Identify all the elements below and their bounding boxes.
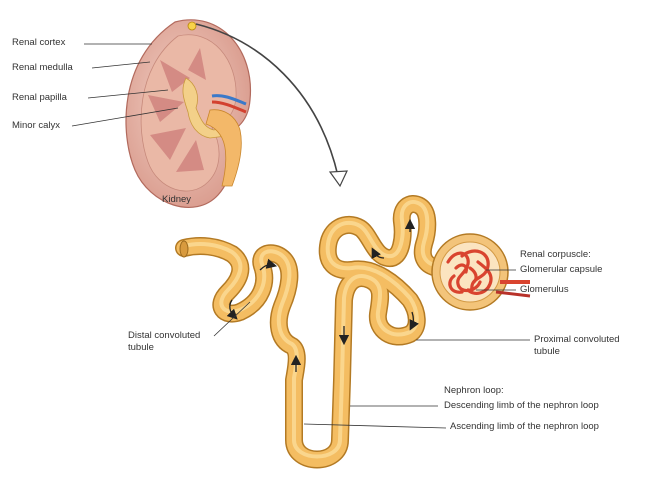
label-glomerulus: Glomerulus: [520, 284, 569, 296]
label-distal-line2: tubule: [128, 342, 154, 354]
label-proximal-line2: tubule: [534, 346, 560, 358]
renal-corpuscle: [432, 234, 530, 310]
label-distal-line1: Distal convoluted: [128, 330, 200, 342]
label-proximal-line1: Proximal convoluted: [534, 334, 620, 346]
label-minor-calyx: Minor calyx: [12, 120, 60, 132]
label-glomerular-capsule: Glomerular capsule: [520, 264, 602, 276]
label-ascending-limb: Ascending limb of the nephron loop: [450, 421, 599, 433]
label-renal-corpuscle: Renal corpuscle:: [520, 249, 591, 261]
label-kidney-caption: Kidney: [162, 194, 191, 206]
label-renal-medulla: Renal medulla: [12, 62, 73, 74]
label-descending-limb: Descending limb of the nephron loop: [444, 400, 599, 412]
label-renal-papilla: Renal papilla: [12, 92, 67, 104]
nephron-location-marker: [188, 22, 196, 30]
nephron-tubule: [184, 202, 438, 460]
zoom-arrow-head: [330, 171, 347, 186]
label-nephron-loop: Nephron loop:: [444, 385, 504, 397]
label-renal-cortex: Renal cortex: [12, 37, 65, 49]
tubule-open-end: [180, 241, 188, 257]
